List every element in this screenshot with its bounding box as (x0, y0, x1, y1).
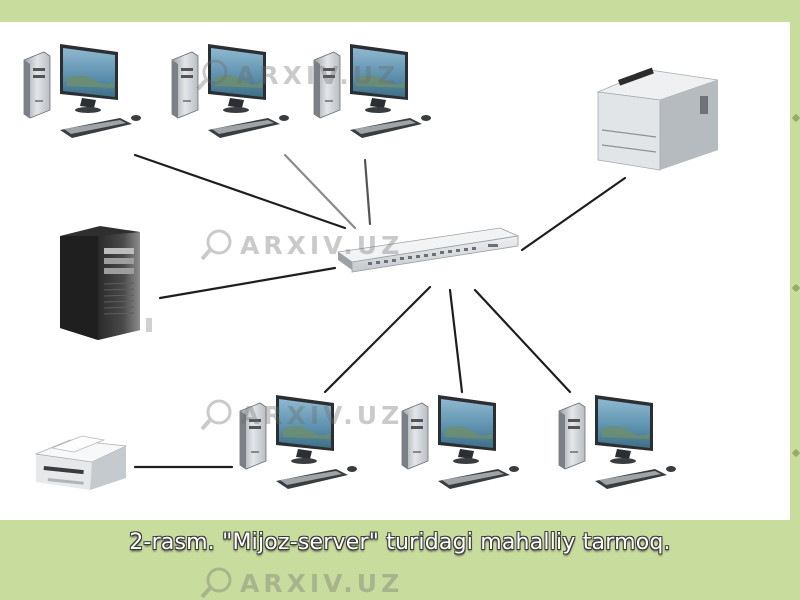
watermark: ARXIV.UZ (200, 398, 403, 432)
magnifier-icon (200, 567, 232, 599)
desktop-computer-icon (401, 394, 520, 490)
tower-server-icon (60, 226, 152, 340)
watermark: ARXIV.UZ (200, 228, 403, 262)
network-switch-icon (336, 227, 520, 273)
watermark-text: ARXIV.UZ (240, 400, 404, 430)
cable-group (133, 153, 627, 469)
cable (473, 288, 572, 394)
desktop-computer-icon (558, 394, 677, 490)
laser-printer-icon (596, 67, 719, 171)
desktop-computer-icon (23, 43, 142, 139)
cable (363, 158, 372, 226)
watermark-text: ARXIV.UZ (240, 230, 404, 260)
cable (323, 285, 432, 394)
cable (158, 266, 337, 300)
cable (520, 176, 627, 252)
magnifier-icon (196, 59, 228, 91)
watermark-text: ARXIV.UZ (236, 60, 400, 90)
cable (133, 153, 347, 230)
desktop-printer-icon (34, 435, 128, 490)
cable (283, 153, 357, 230)
watermark: ARXIV.UZ (200, 566, 403, 600)
watermark-text: ARXIV.UZ (240, 568, 404, 598)
watermark: ARXIV.UZ (196, 58, 399, 92)
magnifier-icon (200, 229, 232, 261)
cable (448, 288, 464, 394)
figure-caption: 2-rasm. "Mijoz-server" turidagi mahalliy… (129, 530, 671, 555)
magnifier-icon (200, 399, 232, 431)
